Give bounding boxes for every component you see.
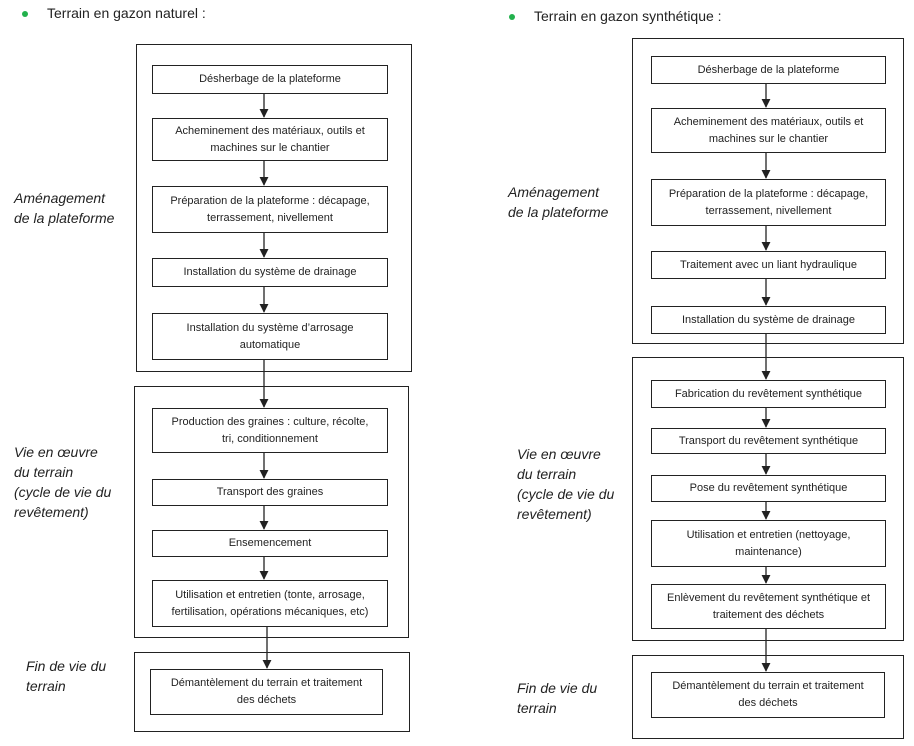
step-line: terrassement, nivellement bbox=[207, 211, 333, 224]
left-step-9: Utilisation et entretien (tonte, arrosag… bbox=[152, 580, 388, 627]
label-line: de la plateforme bbox=[508, 204, 609, 220]
step-line: Préparation de la plateforme : décapage, bbox=[668, 187, 869, 200]
step-line: Transport des graines bbox=[216, 486, 324, 498]
step-line: Pose du revêtement synthétique bbox=[689, 482, 848, 494]
left-label-fin: Fin de vie du terrain bbox=[26, 656, 106, 696]
step-line: Utilisation et entretien (nettoyage, bbox=[686, 528, 851, 541]
step-line: Installation du système d’arrosage bbox=[186, 321, 354, 334]
step-line: machines sur le chantier bbox=[708, 132, 829, 145]
step-line: Enlèvement du revêtement synthétique et bbox=[666, 591, 870, 604]
right-step-11: Démantèlement du terrain et traitement de… bbox=[651, 672, 885, 718]
label-line: Aménagement bbox=[508, 184, 600, 200]
right-step-9: Utilisation et entretien (nettoyage, main… bbox=[651, 520, 886, 567]
right-step-3: Préparation de la plateforme : décapage,… bbox=[651, 179, 886, 226]
left-heading: Terrain en gazon naturel : bbox=[47, 5, 206, 21]
right-label-fin: Fin de vie du terrain bbox=[517, 678, 597, 718]
step-line: Production des graines : culture, récolt… bbox=[171, 415, 369, 428]
right-step-4: Traitement avec un liant hydraulique bbox=[651, 251, 886, 279]
left-stage-fin bbox=[134, 652, 410, 732]
step-line: Installation du système de drainage bbox=[681, 313, 856, 326]
step-line: Acheminement des matériaux, outils et bbox=[673, 115, 864, 128]
step-line: Transport du revêtement synthétique bbox=[678, 434, 859, 447]
right-step-2: Acheminement des matériaux, outils et mac… bbox=[651, 108, 886, 153]
right-stage-vie bbox=[632, 357, 904, 641]
step-line: traitement des déchets bbox=[712, 608, 825, 621]
step-line: Traitement avec un liant hydraulique bbox=[680, 258, 857, 271]
right-label-vie: Vie en œuvre du terrain (cycle de vie du… bbox=[517, 444, 614, 524]
bullet-icon bbox=[509, 14, 515, 20]
label-line: Aménagement bbox=[14, 190, 106, 206]
label-line: terrain bbox=[517, 700, 557, 716]
right-step-8: Pose du revêtement synthétique bbox=[651, 475, 886, 502]
right-stage-fin bbox=[632, 655, 904, 739]
step-line: Acheminement des matériaux, outils et bbox=[175, 124, 365, 137]
label-line: Fin de vie du bbox=[26, 658, 107, 674]
left-stage-vie bbox=[134, 386, 409, 638]
step-line: Démantèlement du terrain et traitement bbox=[170, 677, 363, 689]
step-line: Démantèlement du terrain et traitement bbox=[672, 680, 864, 692]
step-line: Installation du système de drainage bbox=[183, 266, 357, 278]
step-line: terrassement, nivellement bbox=[705, 204, 832, 217]
left-step-4: Installation du système de drainage bbox=[152, 258, 388, 287]
label-line: Vie en œuvre bbox=[14, 444, 98, 460]
label-line: Fin de vie du bbox=[517, 680, 598, 696]
step-line: fertilisation, opérations mécaniques, et… bbox=[171, 605, 369, 618]
step-line: maintenance) bbox=[735, 545, 802, 558]
step-line: automatique bbox=[239, 338, 301, 351]
bullet-icon bbox=[22, 11, 28, 17]
left-step-6: Production des graines : culture, récolt… bbox=[152, 408, 388, 453]
right-step-7: Transport du revêtement synthétique bbox=[651, 428, 886, 454]
step-line: Désherbage de la plateforme bbox=[199, 73, 341, 85]
label-line: terrain bbox=[26, 678, 66, 694]
label-line: revêtement) bbox=[14, 504, 89, 520]
right-stage-amenagement bbox=[632, 38, 904, 344]
label-line: du terrain bbox=[14, 464, 74, 480]
right-step-5: Installation du système de drainage bbox=[651, 306, 886, 334]
right-step-1: Désherbage de la plateforme bbox=[651, 56, 886, 84]
label-line: du terrain bbox=[517, 466, 577, 482]
right-step-6: Fabrication du revêtement synthétique bbox=[651, 380, 886, 408]
right-step-10: Enlèvement du revêtement synthétique et t… bbox=[651, 584, 886, 629]
label-line: de la plateforme bbox=[14, 210, 115, 226]
step-line: Préparation de la plateforme : décapage, bbox=[170, 194, 370, 207]
left-step-1: Désherbage de la plateforme bbox=[152, 65, 388, 94]
step-line: Utilisation et entretien (tonte, arrosag… bbox=[175, 588, 365, 601]
step-line: tri, conditionnement bbox=[221, 432, 318, 445]
right-heading: Terrain en gazon synthétique : bbox=[534, 8, 722, 24]
left-stage-amenagement bbox=[136, 44, 412, 372]
step-line: des déchets bbox=[738, 697, 798, 709]
label-line: revêtement) bbox=[517, 506, 592, 522]
left-step-7: Transport des graines bbox=[152, 479, 388, 506]
label-line: Vie en œuvre bbox=[517, 446, 601, 462]
step-line: des déchets bbox=[236, 694, 297, 706]
left-step-3: Préparation de la plateforme : décapage,… bbox=[152, 186, 388, 233]
left-step-5: Installation du système d’arrosage automa… bbox=[152, 313, 388, 360]
left-step-2: Acheminement des matériaux, outils et mac… bbox=[152, 118, 388, 161]
label-line: (cycle de vie du bbox=[14, 484, 112, 500]
step-line: Désherbage de la plateforme bbox=[697, 63, 840, 76]
right-label-amenagement: Aménagement de la plateforme bbox=[508, 182, 608, 222]
left-label-amenagement: Aménagement de la plateforme bbox=[14, 188, 114, 228]
left-step-10: Démantèlement du terrain et traitement de… bbox=[150, 669, 383, 715]
step-line: Fabrication du revêtement synthétique bbox=[674, 387, 863, 400]
left-step-8: Ensemencement bbox=[152, 530, 388, 557]
step-line: machines sur le chantier bbox=[210, 141, 330, 154]
left-label-vie: Vie en œuvre du terrain (cycle de vie du… bbox=[14, 442, 111, 522]
step-line: Ensemencement bbox=[228, 537, 312, 549]
label-line: (cycle de vie du bbox=[517, 486, 615, 502]
